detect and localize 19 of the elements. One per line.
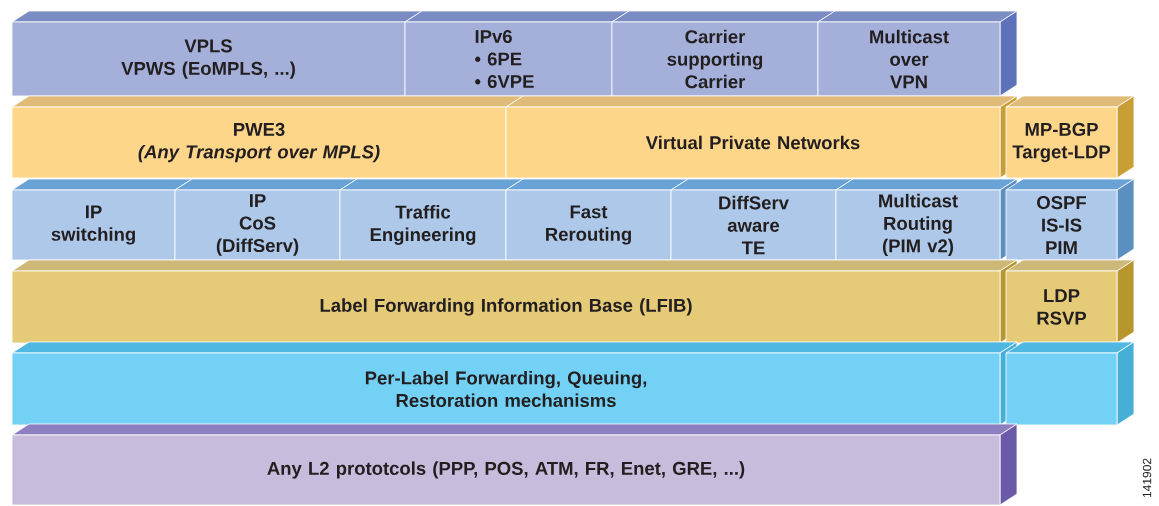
layer-block: Label Forwarding Information Base (LFIB): [11, 259, 1018, 344]
layer-block: IP CoS (DiffServ): [174, 178, 358, 261]
layer-block: VPLS VPWS (EoMPLS, ...): [11, 10, 423, 97]
layer-block: Traffic Engineering: [339, 178, 524, 261]
layer-block: LDP RSVP: [1005, 259, 1135, 344]
layer-block: Multicast over VPN: [817, 10, 1018, 97]
layer-block: Per-Label Forwarding, Queuing, Restoration mechanisms: [11, 341, 1018, 426]
layer-block: IP switching: [11, 178, 193, 261]
layer-block: Any L2 prototcols (PPP, POS, ATM, FR, Enet, GRE, ...): [11, 423, 1018, 506]
figure-number: 141902: [1142, 458, 1152, 498]
layer-block: OSPF IS-IS PIM: [1005, 178, 1135, 261]
layer-block: Fast Rerouting: [505, 178, 689, 261]
layer-block: [1005, 341, 1135, 426]
layer-block: IPv6 • 6PE • 6VPE: [404, 10, 630, 97]
layer-block: Carrier supporting Carrier: [611, 10, 836, 97]
layer-block: DiffServ aware TE: [670, 178, 854, 261]
layer-block: MP-BGP Target-LDP: [1005, 95, 1135, 179]
layer-block: PWE3 (Any Transport over MPLS): [11, 95, 524, 179]
layer-block: Multicast Routing (PIM v2): [835, 178, 1018, 261]
